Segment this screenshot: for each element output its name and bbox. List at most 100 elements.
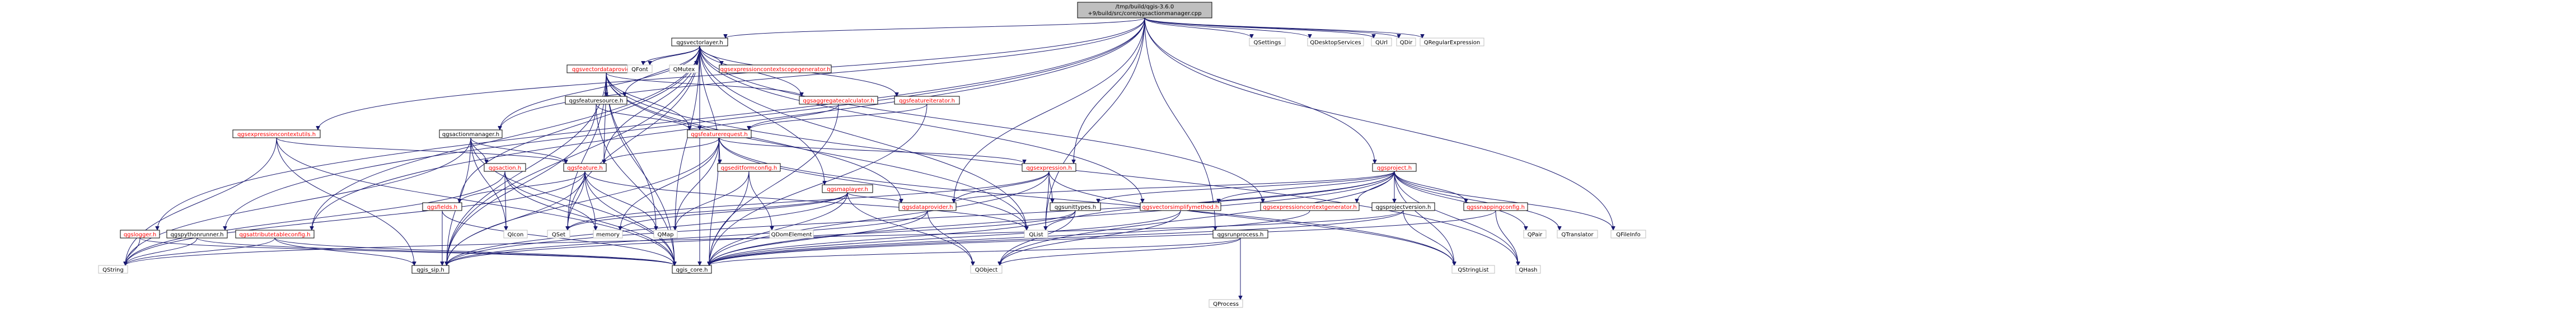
node-qgis-core-h[interactable]: qgis_core.h [672,265,712,274]
edge-qgsfeature-h-to-qgsfields-h [460,171,586,203]
node-qgsactionmanager-h[interactable]: qgsactionmanager.h [439,129,503,138]
edge-qgsaction-h-to-memory [504,171,596,230]
edge-qgsattributetableconfig-h-to-qgis-sip-h [274,237,414,266]
node-label: qgsfeaturerequest.h [691,132,748,138]
node-qpair: QPair [1523,230,1547,239]
node-label: qgsproject.h [1377,165,1412,171]
node-qgsfeaturerequest-h[interactable]: qgsfeaturerequest.h [687,129,752,138]
edge-root-to-qgsactionmanager-h [500,17,1145,130]
node-box [1610,230,1646,239]
node-label: QObject [975,267,998,273]
node-box [669,64,699,73]
node-qgsaggregatecalculator-h[interactable]: qgsaggregatecalculator.h [799,96,878,105]
edge-qgsfeaturerequest-h-to-qstringlist [719,137,1454,265]
edge-qgsmaplayer-h-to-memory [620,192,848,231]
edge-qgsvectorlayer-h-to-qgsvectorsimplifymethod-h [699,45,1142,203]
node-qgseditformconfig-h[interactable]: qgseditformconfig.h [717,163,781,172]
node-qprocess: QProcess [1209,299,1243,308]
edge-qgsvectorsimplifymethod-h-to-qobject [1000,210,1181,265]
node-root[interactable]: /tmp/build/qgis-3.6.0+9/build/src/core/q… [1077,2,1212,18]
node-box [672,265,712,274]
edge-qgsvectorlayer-h-to-qset [568,45,700,230]
node-box [422,202,462,211]
node-qgsfeatureiterator-h[interactable]: qgsfeatureiterator.h [894,96,960,105]
edge-qgsexpressioncontextgenerator-h-to-qgis-core-h [709,210,1310,266]
node-label: qgssnappingconfig.h [1467,204,1525,211]
edge-root-to-qsettings [1144,17,1252,39]
node-box [717,163,781,172]
node-qgis-sip-h[interactable]: qgis_sip.h [411,265,449,274]
node-qdir: QDir [1396,38,1416,46]
node-label: QString [102,267,124,273]
node-label: qgsexpression.h [1026,165,1071,171]
edge-qgsmaplayer-h-to-qgsdataprovider-h [847,192,901,203]
edge-qgsactionmanager-h-to-qstring [125,137,471,265]
node-qgsexpressioncontextgenerator-h[interactable]: qgsexpressioncontextgenerator.h [1260,202,1360,211]
node-qgsprojectversion-h[interactable]: qgsprojectversion.h [1371,202,1435,211]
node-qgsexpression-h[interactable]: qgsexpression.h [1022,163,1076,172]
node-qstringlist: QStringList [1451,265,1495,274]
node-label: qgsactionmanager.h [442,132,499,138]
node-memory: memory [593,230,623,239]
node-qgsmaplayer-h[interactable]: qgsmaplayer.h [822,184,873,193]
node-label: QDesktopServices [1310,40,1361,46]
edge-root-to-qgslogger-h [157,17,1145,230]
edge-qgsvectorlayer-h-to-qlist [699,45,1027,230]
node-label: QStringList [1458,267,1488,273]
edge-qgsmaplayer-h-to-qgis-sip-h [447,192,848,265]
edge-qgsmaplayer-h-to-qgis-core-h [709,192,848,265]
edge-qgslogger-h-to-qgis-core-h [139,237,675,266]
node-qgsattributetableconfig-h[interactable]: qgsattributetableconfig.h [235,230,315,239]
node-qgsfeaturesource-h[interactable]: qgsfeaturesource.h [565,96,627,105]
node-qgsexpressioncontextutils-h[interactable]: qgsexpressioncontextutils.h [232,129,321,138]
edge-qgsproject-h-to-qhash [1394,171,1518,265]
edge-qgsproject-h-to-qgsdataprovider-h [954,171,1395,203]
edge-qgsunittypes-h-to-qgis-core-h [709,210,1076,266]
node-qregularexpression: QRegularExpression [1420,38,1484,46]
node-qgsvectorsimplifymethod-h[interactable]: qgsvectorsimplifymethod.h [1140,202,1221,211]
edge-qgsprojectversion-h-to-qstringlist [1403,210,1454,265]
node-qgsaction-h[interactable]: qgsaction.h [484,163,526,172]
node-label: QIcon [508,232,524,238]
node-qgsexpressioncontextscopegenerator-h[interactable]: qgsexpressioncontextscopegenerator.h [719,64,832,73]
node-qgsvectorlayer-h[interactable]: qgsvectorlayer.h [671,38,728,46]
edge-qgsmaplayer-h-to-qset [568,192,848,231]
edge-qgsvectorlayer-h-to-qgsattributetableconfig-h [312,45,700,230]
edge-qgsvectorlayer-h-to-qgsfields-h [460,45,700,203]
node-qgsunittypes-h[interactable]: qgsunittypes.h [1050,202,1101,211]
node-qgslogger-h[interactable]: qgslogger.h [120,230,160,239]
node-qgsdataprovider-h[interactable]: qgsdataprovider.h [898,202,957,211]
node-box [1451,265,1495,274]
node-box [1022,163,1076,172]
edge-qgsproject-h-to-qpair [1394,171,1526,230]
edge-root-to-qgsproject-h [1144,17,1375,164]
node-box [1212,230,1268,239]
node-label: qgsexpressioncontextscopegenerator.h [720,67,831,73]
node-qobject: QObject [970,265,1003,274]
edge-qgsvectordataprovider-h-to-qgsaggregatecalculator-h [606,72,802,97]
node-qgsrunprocess-h[interactable]: qgsrunprocess.h [1212,230,1268,239]
edge-qgsexpression-h-to-qgsdataprovider-h [954,171,1050,203]
node-box [1396,38,1416,46]
edge-qgsattributetableconfig-h-to-qgis-core-h [274,237,675,266]
node-label: qgsattributetableconfig.h [240,232,311,238]
node-label: qgis_core.h [676,267,708,273]
edge-root-to-qdesktopservices [1144,17,1310,39]
node-box [822,184,873,193]
node-label: qgsexpressioncontextgenerator.h [1263,204,1357,211]
node-box [970,265,1003,274]
edge-root-to-qregularexpression [1144,17,1422,39]
edge-qgsactionmanager-h-to-qgsfeature-h [470,137,566,164]
node-qgsfeature-h[interactable]: qgsfeature.h [563,163,607,172]
node-box [1140,202,1221,211]
node-label: QDomElement [771,232,812,238]
edge-qgsexpression-h-to-qstringlist [1048,171,1454,265]
edge-qgsfeature-h-to-qset [568,171,586,230]
node-label: QFont [631,67,648,73]
node-qgssnappingconfig-h[interactable]: qgssnappingconfig.h [1463,202,1528,211]
edge-qgsproject-h-to-qgis-core-h [709,171,1395,265]
node-qgsfields-h[interactable]: qgsfields.h [422,202,462,211]
edge-qgsvectorlayer-h-to-qgsexpressioncontextgenerator-h [699,45,1263,203]
node-qgsproject-h[interactable]: qgsproject.h [1372,163,1417,172]
node-qgspythonrunner-h[interactable]: qgspythonrunner.h [166,230,228,239]
